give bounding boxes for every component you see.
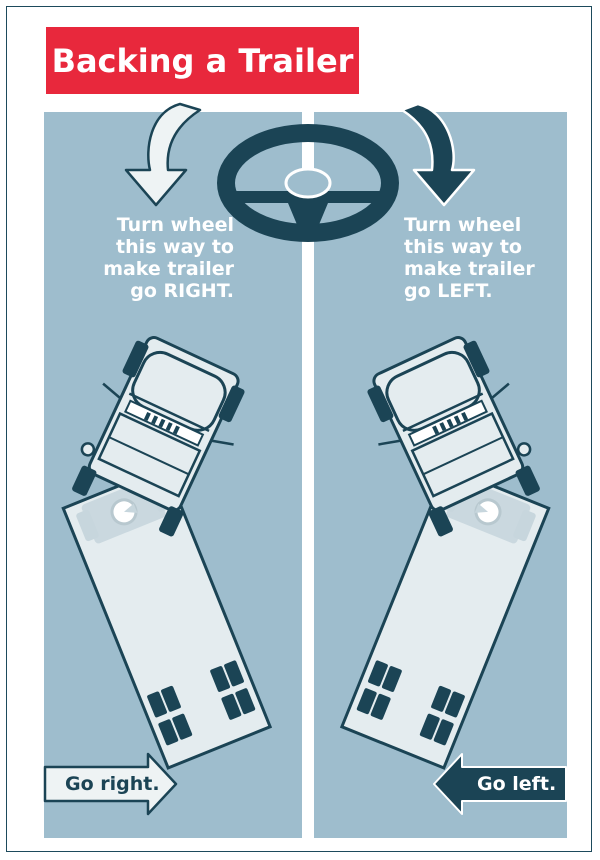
page-title: Backing a Trailer [46,27,359,94]
go-left-label: Go left. [477,773,556,795]
instruction-go-left: Turn wheel this way to make trailer go L… [404,214,574,302]
go-right-label: Go right. [65,773,160,795]
title-banner: Backing a Trailer [46,27,359,94]
instruction-go-right: Turn wheel this way to make trailer go R… [64,214,234,302]
